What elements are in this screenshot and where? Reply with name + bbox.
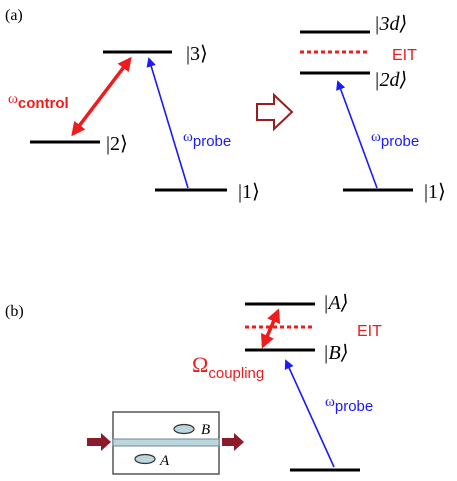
level-2d-label: |2d⟩: [374, 69, 407, 91]
level-1-right-label: |1⟩: [424, 181, 446, 203]
level-2-label: |2⟩: [106, 133, 128, 155]
panel-b-label: (b): [5, 303, 24, 320]
level-3-label: |3⟩: [186, 43, 208, 65]
input-arrow-icon: [87, 433, 111, 451]
omega-probe-label-right: ωprobe: [371, 129, 419, 150]
output-arrow-icon: [222, 433, 244, 451]
omega-control-label: ωcontrol: [8, 91, 69, 112]
probe-arrow-right: [336, 80, 378, 189]
omega-coupling-label: Ωcoupling: [192, 352, 264, 382]
resonator-A-label: A: [159, 453, 170, 469]
waveguide: [112, 438, 220, 447]
omega-probe-label-b: ωprobe: [325, 394, 373, 415]
resonator-B: [173, 423, 195, 435]
level-B-label: |B⟩: [323, 342, 349, 364]
control-double-arrow: [71, 56, 132, 137]
omega-probe-label-left: ωprobe: [183, 129, 231, 150]
eit-label-a: EIT: [392, 47, 417, 64]
probe-arrow-left: [146, 57, 189, 189]
level-A-label: |A⟩: [323, 292, 349, 314]
panel-a-label: (a): [5, 7, 23, 24]
coupling-double-arrow: [260, 308, 281, 349]
level-3d-label: |3d⟩: [374, 13, 407, 35]
eit-label-b: EIT: [357, 323, 382, 340]
panel-a: (a) |3⟩ |2⟩ |1⟩ ωcontrol ωprobe |3d⟩ |2d…: [5, 7, 446, 203]
resonator-B-label: B: [201, 422, 210, 438]
resonator-device-inset: B A: [87, 411, 244, 475]
probe-arrow-b: [284, 359, 335, 468]
implies-arrow-icon: [256, 92, 294, 132]
level-1-label: |1⟩: [238, 181, 260, 203]
resonator-A: [134, 453, 156, 465]
panel-b: (b) |A⟩ |B⟩ EIT Ωcoupling ωprobe B A: [5, 292, 382, 475]
